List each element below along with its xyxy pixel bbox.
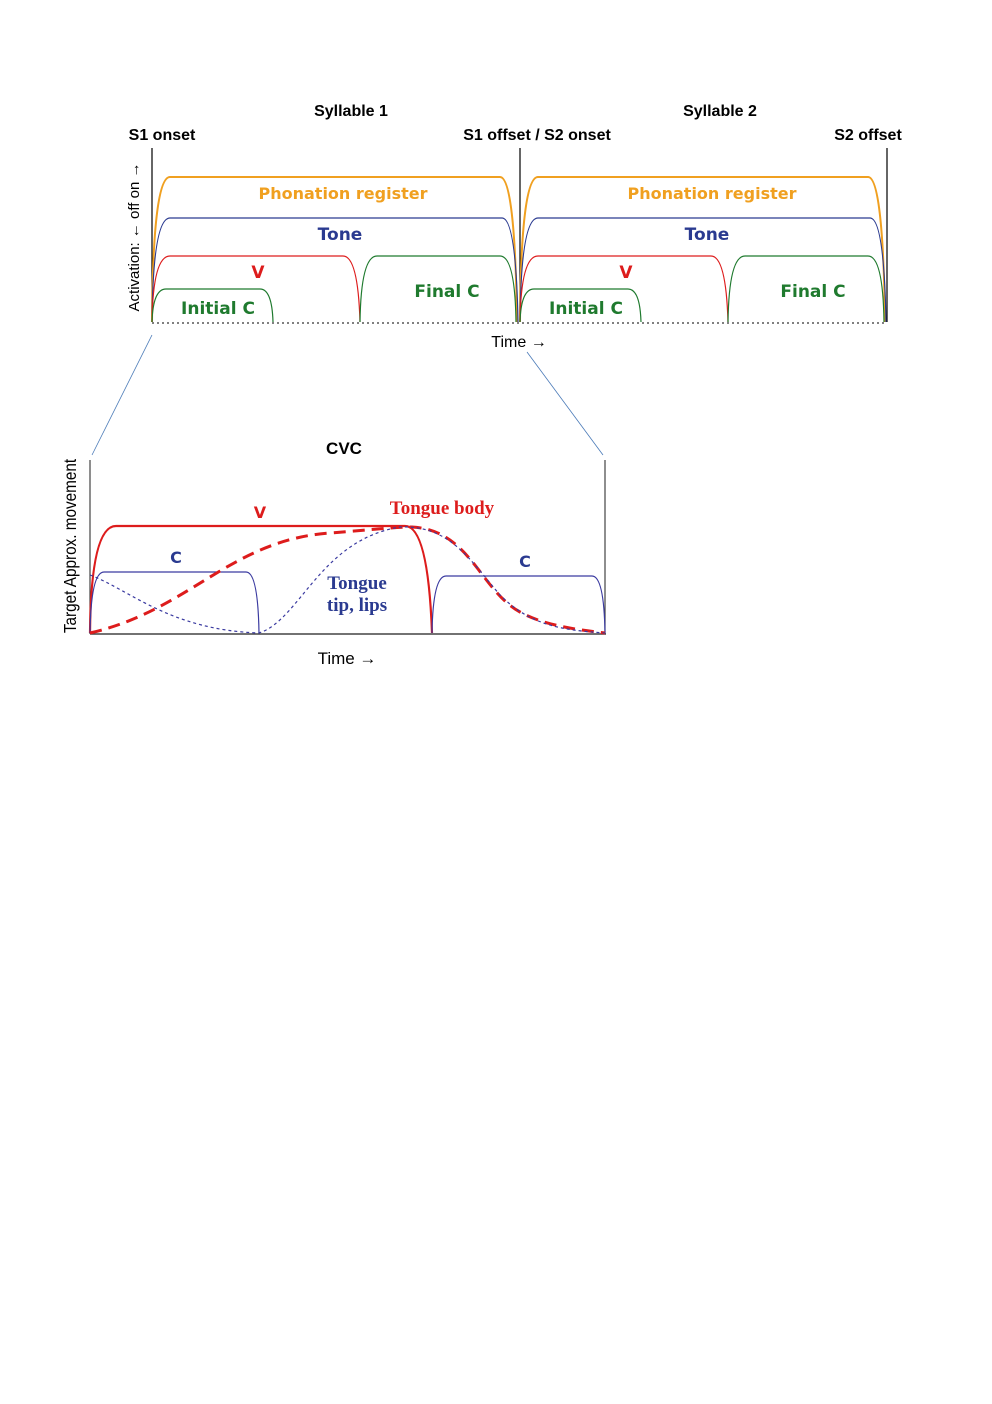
s1-initial-c-curve — [151, 288, 274, 323]
s2-tone-label: Tone — [685, 225, 730, 245]
initial-c-target-curve — [89, 571, 260, 634]
s1-tone-curve — [151, 217, 519, 323]
bottom-time-axis-label: Time → — [318, 649, 377, 668]
s2-vowel-curve — [519, 255, 729, 323]
zoom-connector-left — [91, 334, 153, 456]
s1-final-c-label: Final C — [414, 282, 479, 302]
s2-final-c-curve — [727, 255, 885, 323]
s1-onset-label: S1 onset — [129, 127, 196, 144]
tongue-tip-lips-movement-curve — [89, 526, 606, 634]
tongue-tip-label-line1: Tongue — [327, 573, 387, 594]
tongue-tip-label-line2: tip, lips — [327, 595, 387, 616]
syllable-1-label: Syllable 1 — [314, 103, 388, 120]
s1-initial-c-label: Initial C — [181, 299, 255, 319]
s1-tone-label: Tone — [318, 225, 363, 245]
s2-initial-c-label: Initial C — [549, 299, 623, 319]
c1-label: C — [170, 548, 182, 567]
s1-offset-s2-onset-label: S1 offset / S2 onset — [463, 127, 611, 144]
s2-offset-label: S2 offset — [834, 127, 902, 144]
final-c-target-curve — [431, 575, 606, 634]
v-label: V — [254, 503, 267, 522]
s1-phonation-curve — [151, 176, 518, 323]
s1-phonation-label: Phonation register — [259, 184, 428, 203]
s2-final-c-label: Final C — [780, 282, 845, 302]
tongue-body-movement-curve — [89, 525, 606, 635]
syllable-activation-panel: Syllable 1 Syllable 2 S1 onset S1 offset… — [126, 103, 902, 351]
tongue-body-label: Tongue body — [390, 498, 495, 519]
target-approx-axis-label: Target Approx. movement — [60, 459, 80, 633]
s2-tone-curve — [519, 217, 887, 323]
s2-phonation-curve — [519, 176, 886, 323]
syllable-2-label: Syllable 2 — [683, 103, 757, 120]
s1-vowel-curve — [151, 255, 361, 323]
cvc-movement-panel: CVC Target Approx. movement Time → V C C… — [60, 439, 606, 668]
zoom-connector-right — [526, 351, 604, 456]
time-axis-label: Time → — [491, 334, 546, 351]
cvc-title: CVC — [326, 439, 362, 458]
s1-final-c-curve — [359, 255, 517, 323]
s2-initial-c-curve — [519, 288, 642, 323]
vowel-target-curve — [88, 524, 434, 634]
activation-axis-label: Activation: ← off on → — [126, 163, 143, 312]
s1-v-label: V — [251, 263, 265, 283]
s2-v-label: V — [619, 263, 633, 283]
c2-label: C — [519, 552, 531, 571]
s2-phonation-label: Phonation register — [628, 184, 797, 203]
